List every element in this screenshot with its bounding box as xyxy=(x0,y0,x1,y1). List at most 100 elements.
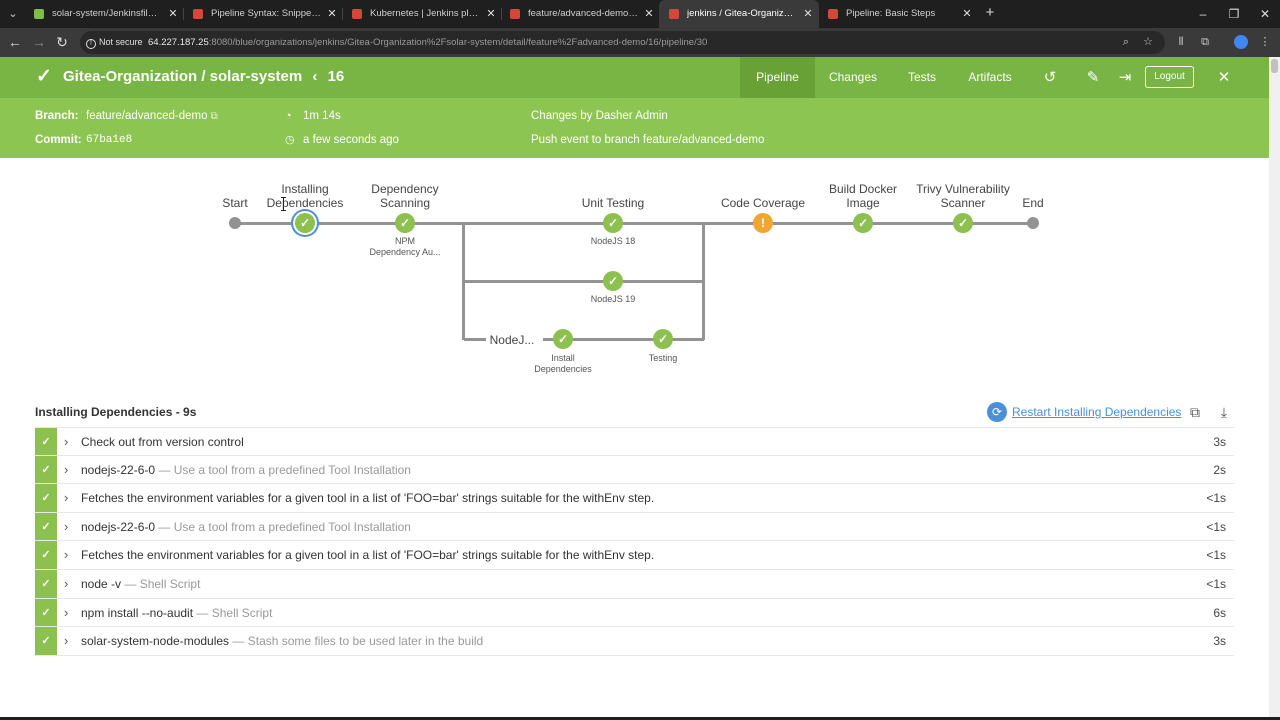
success-check-icon: ✓ xyxy=(36,66,52,87)
close-tab-icon[interactable]: ✕ xyxy=(327,8,337,20)
close-window-icon[interactable]: ✕ xyxy=(1259,7,1271,21)
new-tab-icon[interactable]: + xyxy=(985,4,995,21)
success-check-icon: ✓ xyxy=(35,541,57,569)
run-title: Gitea-Organization / solar-system ‹ 16 xyxy=(63,68,345,85)
expand-chevron-icon[interactable]: › xyxy=(64,575,69,591)
close-tab-icon[interactable]: ✕ xyxy=(962,8,972,20)
main-connector xyxy=(235,222,1035,225)
step-duration: <1s xyxy=(1206,576,1226,591)
close-tab-icon[interactable]: ✕ xyxy=(644,8,654,20)
rerun-icon[interactable]: ↺ xyxy=(1043,69,1057,86)
browser-tab[interactable]: feature/advanced-demo [Gitea ✕ xyxy=(500,0,660,28)
gitea-favicon-icon xyxy=(34,9,44,19)
address-bar[interactable]: !Not secure 64.227.187.25:8080/blue/orga… xyxy=(80,31,1165,54)
tab-artifacts[interactable]: Artifacts xyxy=(968,70,1012,84)
close-tab-icon[interactable]: ✕ xyxy=(803,8,813,20)
expand-chevron-icon[interactable]: › xyxy=(64,633,69,649)
media-icon[interactable]: ⦀ xyxy=(1178,36,1184,48)
restore-icon[interactable]: ❐ xyxy=(1228,7,1240,21)
step-duration: 3s xyxy=(1213,435,1226,449)
expand-chevron-icon[interactable]: › xyxy=(64,604,69,620)
stage-node-npm-dependency-audit[interactable]: ✓ xyxy=(395,213,415,233)
stage-node-nodejs-18[interactable]: ✓ xyxy=(603,213,623,233)
reload-icon[interactable]: ↻ xyxy=(56,34,68,50)
extensions-icon[interactable]: ⧉ xyxy=(1201,36,1209,48)
tab-changes[interactable]: Changes xyxy=(828,70,878,84)
parallel-label-nodejs-19: NodeJS 19 xyxy=(590,294,636,304)
back-icon[interactable]: ← xyxy=(8,34,22,50)
stage-label-unit-testing: Unit Testing xyxy=(581,196,645,210)
success-check-icon: ✓ xyxy=(35,598,57,627)
step-row[interactable]: ✓ › Check out from version control 3s xyxy=(35,427,1234,456)
tab-search-icon[interactable]: ⌄ xyxy=(8,8,18,20)
run-duration: 1m 14s xyxy=(303,110,341,122)
stage-node-code-coverage[interactable]: ! xyxy=(753,213,773,233)
expand-chevron-icon[interactable]: › xyxy=(64,518,69,534)
branch-connector xyxy=(543,338,704,341)
edit-pencil-icon[interactable]: ✎ xyxy=(1086,69,1100,86)
go-to-classic-icon[interactable]: ⇥ xyxy=(1118,69,1132,86)
browser-tab[interactable]: solar-system/Jenkinsfile at feat ✕ xyxy=(24,0,184,28)
browser-tab-active[interactable]: jenkins / Gitea-Organization/sola ✕ xyxy=(659,0,819,28)
commit-hash[interactable]: 67ba1e8 xyxy=(86,134,133,146)
browser-toolbar: ← → ↻ !Not secure 64.227.187.25:8080/blu… xyxy=(0,28,1280,57)
stage-steps-title: Installing Dependencies - 9s xyxy=(35,405,197,419)
expand-chevron-icon[interactable]: › xyxy=(64,461,69,477)
bookmark-star-icon[interactable]: ☆ xyxy=(1143,36,1153,48)
close-icon[interactable]: ✕ xyxy=(1217,69,1231,86)
download-log-icon[interactable]: ⤓ xyxy=(1220,404,1228,420)
browser-menu-icon[interactable]: ⋮ xyxy=(1259,36,1271,48)
branch-link[interactable]: feature/advanced-demo ⧉ xyxy=(86,110,218,122)
end-node xyxy=(1027,217,1039,229)
run-header: ✓ Gitea-Organization / solar-system ‹ 16… xyxy=(0,57,1269,98)
page-scrollbar[interactable] xyxy=(1269,57,1280,720)
forward-icon[interactable]: → xyxy=(32,34,46,50)
jenkins-favicon-icon xyxy=(352,9,362,19)
tab-pipeline[interactable]: Pipeline xyxy=(740,57,815,98)
step-row[interactable]: ✓ › Fetches the environment variables fo… xyxy=(35,541,1234,570)
jenkins-favicon-icon xyxy=(669,9,679,19)
restart-icon[interactable]: ⟳ xyxy=(987,402,1007,422)
back-chevron-icon[interactable]: ‹ xyxy=(312,68,318,85)
branch-connector xyxy=(464,280,704,283)
expand-chevron-icon[interactable]: › xyxy=(64,490,69,506)
stage-node-build-docker-image[interactable]: ✓ xyxy=(853,213,873,233)
browser-tab[interactable]: Kubernetes | Jenkins plugin ✕ xyxy=(342,0,502,28)
stage-node-installing-dependencies[interactable]: ✓ xyxy=(295,213,315,233)
logout-button[interactable]: Logout xyxy=(1145,66,1194,88)
step-row[interactable]: ✓ › nodejs-22-6-0 — Use a tool from a pr… xyxy=(35,455,1234,485)
stage-node-testing[interactable]: ✓ xyxy=(653,329,673,349)
success-check-icon: ✓ xyxy=(35,484,57,512)
step-row[interactable]: ✓ › solar-system-node-modules — Stash so… xyxy=(35,627,1234,656)
security-indicator[interactable]: !Not secure xyxy=(86,35,143,50)
step-duration: <1s xyxy=(1206,548,1226,563)
step-row[interactable]: ✓ › Fetches the environment variables fo… xyxy=(35,484,1234,513)
expand-chevron-icon[interactable]: › xyxy=(64,547,69,563)
success-check-icon: ✓ xyxy=(35,512,57,541)
browser-tab[interactable]: Pipeline: Basic Steps ✕ xyxy=(818,0,978,28)
open-log-icon[interactable]: ⧉ xyxy=(1190,404,1200,420)
close-tab-icon[interactable]: ✕ xyxy=(486,8,496,20)
duration-icon: ◔ xyxy=(285,110,292,122)
step-row[interactable]: ✓ › node -v — Shell Script <1s xyxy=(35,569,1234,599)
url-text[interactable]: 64.227.187.25:8080/blue/organizations/je… xyxy=(148,37,708,48)
browser-tab[interactable]: Pipeline Syntax: Snippet Genera ✕ xyxy=(183,0,343,28)
step-row[interactable]: ✓ › nodejs-22-6-0 — Use a tool from a pr… xyxy=(35,512,1234,542)
step-duration: 2s xyxy=(1213,462,1226,477)
minimize-icon[interactable]: – xyxy=(1199,7,1207,21)
zoom-icon[interactable]: ⌕ xyxy=(1122,36,1130,48)
jenkins-favicon-icon xyxy=(828,9,838,19)
tab-tests[interactable]: Tests xyxy=(907,70,936,84)
stage-node-nodejs-19[interactable]: ✓ xyxy=(603,271,623,291)
restart-stage-link[interactable]: Restart Installing Dependencies xyxy=(1012,405,1182,419)
stage-node-install-dependencies[interactable]: ✓ xyxy=(553,329,573,349)
stage-node-trivy-scanner[interactable]: ✓ xyxy=(953,213,973,233)
external-link-icon: ⧉ xyxy=(210,111,218,122)
parallel-label-nodejs-18: NodeJS 18 xyxy=(590,236,636,246)
expand-chevron-icon[interactable]: › xyxy=(64,434,69,449)
close-tab-icon[interactable]: ✕ xyxy=(168,8,178,20)
profile-avatar[interactable] xyxy=(1234,35,1248,49)
step-row[interactable]: ✓ › npm install --no-audit — Shell Scrip… xyxy=(35,598,1234,628)
